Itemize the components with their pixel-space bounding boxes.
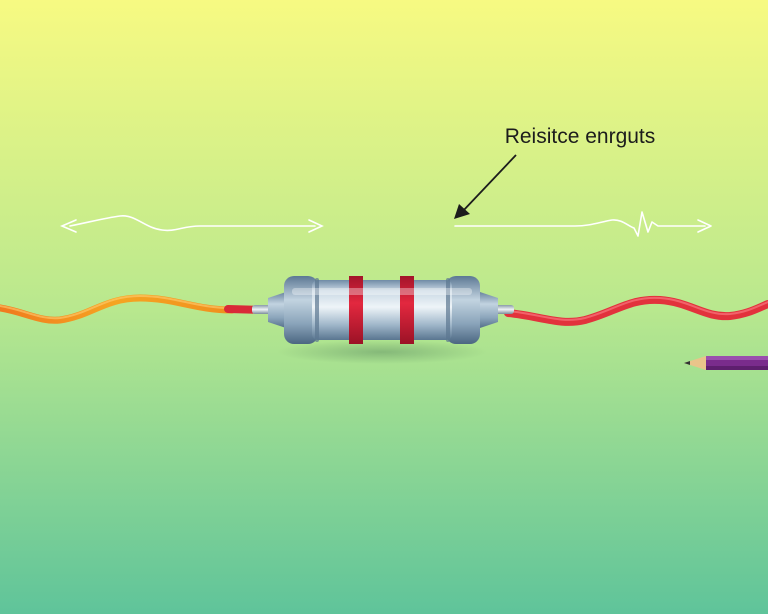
resistor-shadow (277, 340, 487, 364)
right-signal-pulse-icon (454, 211, 712, 237)
resistor-band-2 (400, 276, 414, 344)
annotation-arrow-icon (454, 154, 517, 219)
pencil-icon (684, 356, 768, 370)
annotation-label: Reisitce enrguts (505, 125, 656, 148)
resistor-band-1 (349, 276, 363, 344)
resistor-icon (252, 276, 514, 344)
right-wire (504, 295, 768, 326)
left-signal-arrow-icon (59, 215, 324, 233)
